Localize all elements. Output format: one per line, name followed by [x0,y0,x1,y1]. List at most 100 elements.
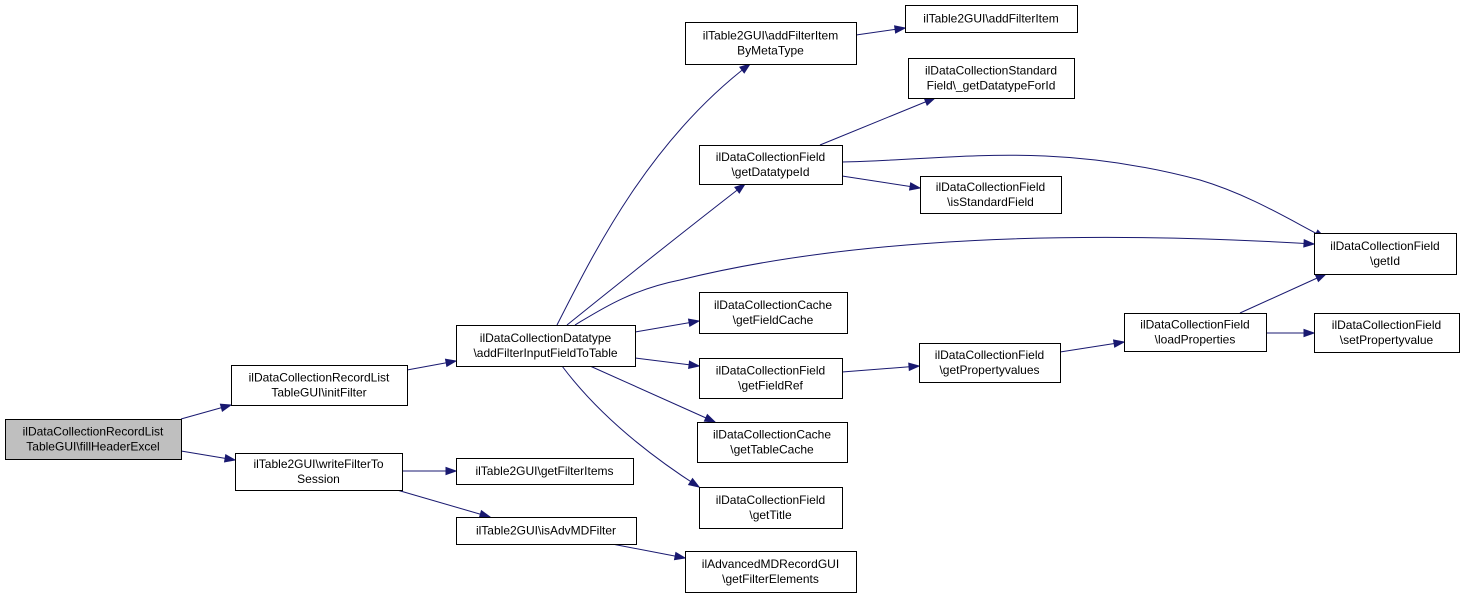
arrowhead [908,362,921,372]
node-label-line: ilTable2GUI\addFilterItem [703,29,838,43]
node-box [456,517,637,545]
node-setPropertyvalue[interactable]: ilDataCollectionField\setPropertyvalue [1314,313,1460,353]
node-getTableCache[interactable]: ilDataCollectionCache\getTableCache [697,422,848,463]
edge-line [566,183,746,326]
node-box [5,419,182,460]
node-box [697,422,848,463]
node-getDatatypeForId[interactable]: ilDataCollectionStandardField\_getDataty… [908,58,1075,99]
edge-addFilterItemByMetaType-to-addFilterItem [855,25,907,36]
arrowhead [739,63,752,74]
node-getFilterItems[interactable]: ilTable2GUI\getFilterItems [456,458,634,485]
arrowhead [908,182,922,191]
node-box [699,292,848,334]
edge-fillHeaderExcel-to-writeFilterToSession [180,450,237,463]
node-label-line: \getId [1370,254,1400,268]
edge-line [1239,273,1327,314]
node-label-line: ilAdvancedMDRecordGUI [702,557,839,571]
edge-getDatatypeId-to-getDatatypeForId [819,97,937,146]
node-getFieldCache[interactable]: ilDataCollectionCache\getFieldCache [699,292,848,334]
node-label-line: ilDataCollectionField [936,180,1045,194]
node-label-line: ilDataCollectionDatatype [480,331,612,345]
edge-line [589,365,716,423]
edge-getDatatypeId-to-isStandardField [841,175,922,191]
node-box [235,453,403,491]
node-box [685,22,857,65]
edge-getPropertyvalues-to-loadProperties [1059,339,1126,353]
arrowhead [893,25,907,34]
node-label-line: ilDataCollectionField [1332,318,1441,332]
arrowhead [1314,273,1328,283]
node-isAdvMDFilter[interactable]: ilTable2GUI\isAdvMDFilter [456,517,637,545]
edge-addFilterInputFieldToTable-to-addFilterItemByMetaType [556,63,752,326]
node-label-line: ilDataCollectionField [716,493,825,507]
node-label-line: ilDataCollectionCache [713,428,831,442]
node-box [920,176,1062,214]
edge-initFilter-to-addFilterInputFieldToTable [406,358,458,371]
node-label-line: ilTable2GUI\getFilterItems [475,464,613,478]
edge-line [556,63,751,326]
arrowhead [1303,328,1316,338]
arrowhead [687,477,701,488]
node-label-line: ilDataCollectionRecordList [249,371,390,385]
arrowhead [688,360,701,369]
node-label-line: ilTable2GUI\isAdvMDFilter [476,524,616,538]
arrowhead [219,403,233,412]
arrowhead [734,183,747,194]
arrowhead [445,466,458,476]
edge-loadProperties-to-setPropertyvalue [1266,328,1316,338]
node-label-line: \getFilterElements [722,572,819,586]
node-getFilterElements[interactable]: ilAdvancedMDRecordGUI\getFilterElements [685,551,857,593]
edge-line [819,97,936,146]
node-box [456,458,634,485]
edge-writeFilterToSession-to-isAdvMDFilter [396,489,492,519]
node-initFilter[interactable]: ilDataCollectionRecordListTableGUI\initF… [231,365,408,406]
arrowhead [687,318,701,328]
node-label-line: ilDataCollectionField [716,150,825,164]
node-addFilterInputFieldToTable[interactable]: ilDataCollectionDatatype\addFilterInputF… [456,325,636,367]
node-isStandardField[interactable]: ilDataCollectionField\isStandardField [920,176,1062,214]
arrowhead [673,551,687,561]
node-getTitle[interactable]: ilDataCollectionField\getTitle [699,487,843,529]
edge-line [634,357,700,367]
node-getFieldRef[interactable]: ilDataCollectionField\getFieldRef [699,358,843,399]
edge-addFilterInputFieldToTable-to-getFieldRef [634,357,701,369]
edge-writeFilterToSession-to-getFilterItems [402,466,458,476]
edge-addFilterInputFieldToTable-to-getId [574,236,1316,326]
node-addFilterItem[interactable]: ilTable2GUI\addFilterItem [905,5,1078,33]
edge-line [1059,341,1125,353]
node-label-line: ilDataCollectionStandard [925,64,1057,78]
edge-line [841,365,920,373]
node-getPropertyvalues[interactable]: ilDataCollectionField\getPropertyvalues [919,343,1061,383]
node-box [908,58,1075,99]
edge-line [634,320,700,333]
node-getId[interactable]: ilDataCollectionField\getId [1314,233,1457,275]
edge-line [841,154,1326,239]
node-box [231,365,408,406]
node-label-line: \isStandardField [947,195,1034,209]
edge-line [396,489,491,518]
node-loadProperties[interactable]: ilDataCollectionField\loadProperties [1124,313,1267,352]
node-getDatatypeId[interactable]: ilDataCollectionField\getDatatypeId [699,145,843,185]
node-label-line: ilDataCollectionCache [714,298,832,312]
arrowhead [703,413,717,423]
node-box [699,487,843,529]
node-label-line: ilTable2GUI\addFilterItem [923,12,1058,26]
node-label-line: Field\_getDatatypeForId [927,79,1056,93]
node-box [1314,233,1457,275]
node-box [699,358,843,399]
node-box [456,325,636,367]
node-fillHeaderExcel[interactable]: ilDataCollectionRecordListTableGUI\fillH… [5,419,182,460]
arrowhead [444,358,458,368]
arrowhead [1303,239,1316,248]
edge-addFilterInputFieldToTable-to-getTableCache [589,365,717,423]
node-label-line: \getTableCache [730,443,814,457]
node-label-line: \getPropertyvalues [939,363,1039,377]
edge-isAdvMDFilter-to-getFilterElements [611,543,687,561]
arrowhead [223,454,237,463]
edge-line [611,543,686,559]
node-box [919,343,1061,383]
node-label-line: ilTable2GUI\writeFilterTo [253,457,383,471]
